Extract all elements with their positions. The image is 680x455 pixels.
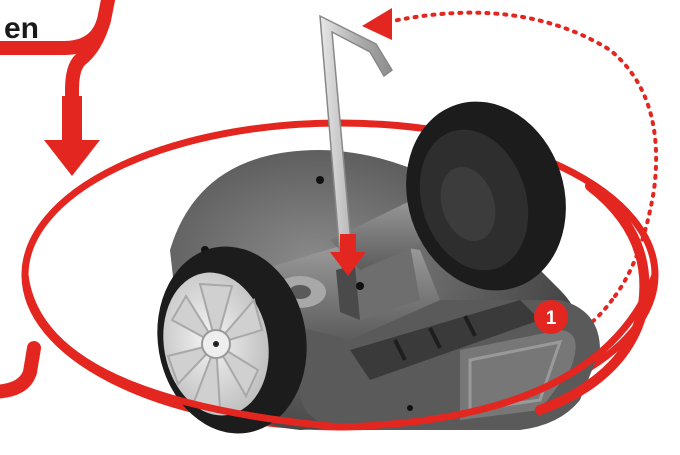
callout-label: en xyxy=(0,12,39,46)
callout-label-box: en xyxy=(0,0,96,58)
red-lower-bracket xyxy=(0,348,34,392)
step-marker: 1 xyxy=(534,300,568,334)
step-marker-number: 1 xyxy=(546,308,557,329)
red-down-arrow-icon xyxy=(44,96,100,176)
